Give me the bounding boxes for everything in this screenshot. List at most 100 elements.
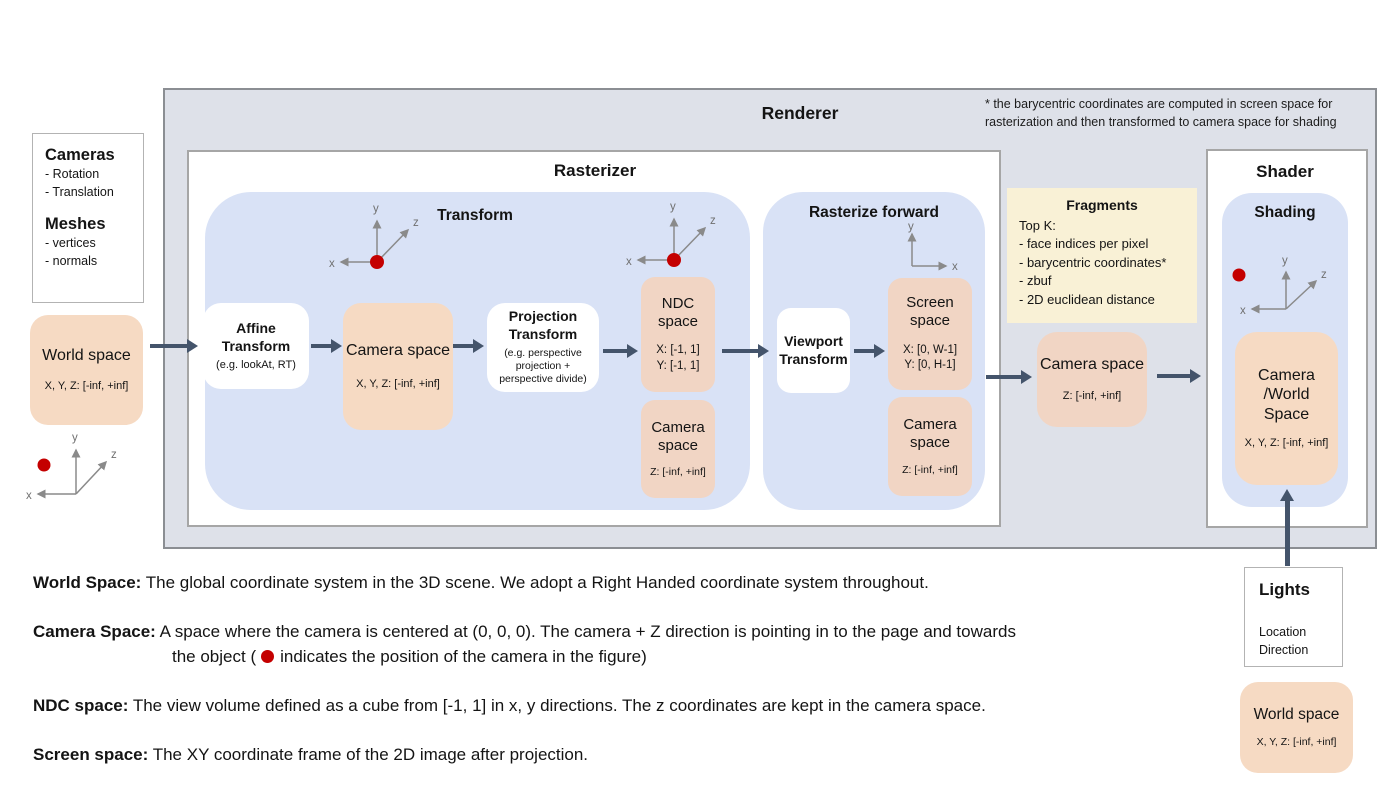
camera-space-title: Camera space <box>345 342 451 360</box>
definition-text: The global coordinate system in the 3D s… <box>145 573 929 592</box>
lights-item: Direction <box>1259 643 1309 658</box>
axis-y-label: y <box>670 201 676 213</box>
camera-space-title: Camera space <box>903 416 957 452</box>
screen-range-x: X: [0, W-1] <box>902 343 958 356</box>
camera-position-dot <box>1232 268 1246 282</box>
projection-transform-node: Projection Transform (e.g. perspective p… <box>487 303 599 392</box>
arrow-world-to-rasterizer <box>150 339 198 353</box>
axis-z-label: z <box>111 449 117 461</box>
ndc-range-x: X: [-1, 1] <box>656 344 700 357</box>
camera-space-title: Camera space <box>651 418 705 454</box>
definition-term: World Space: <box>33 573 142 592</box>
world-space-lights-box: World space X, Y, Z: [-inf, +inf] <box>1240 682 1353 773</box>
camera-world-title: Camera /World Space <box>1258 366 1315 423</box>
fragments-item: - 2D euclidean distance <box>1019 291 1155 307</box>
arrow-ndc-to-viewport <box>722 344 769 358</box>
screen-axes-icon: y x <box>907 221 958 273</box>
arrow-rasterizer-to-fragments-camera <box>986 370 1032 384</box>
projection-transform-subtitle: (e.g. perspective projection + perspecti… <box>499 347 587 386</box>
renderer-title: Renderer <box>761 103 839 123</box>
mid-camera-space-box: Camera space Z: [-inf, +inf] <box>1037 332 1147 427</box>
lights-title: Lights <box>1259 580 1310 599</box>
axis-z-label: z <box>413 217 419 229</box>
definition-term: Camera Space: <box>33 622 156 641</box>
shading-title: Shading <box>1254 204 1316 221</box>
camera-space-box: Camera space X, Y, Z: [-inf, +inf] <box>343 303 453 430</box>
world-space-range: X, Y, Z: [-inf, +inf] <box>1256 735 1337 748</box>
definition-text: The XY coordinate frame of the 2D image … <box>152 745 589 764</box>
world-space-title: World space <box>42 346 131 364</box>
axis-x-label: x <box>26 490 32 502</box>
arrow-camera-to-projection <box>453 339 484 353</box>
definition-text: The view volume defined as a cube from [… <box>132 696 986 715</box>
arrow-projection-to-ndc <box>603 344 638 358</box>
camera-position-dot <box>667 253 681 267</box>
axis-x-label: x <box>1240 305 1246 317</box>
meshes-title: Meshes <box>45 215 106 234</box>
screen-space-box: Screen space X: [0, W-1] Y: [0, H-1] <box>888 278 972 390</box>
ndc-space-box: NDC space X: [-1, 1] Y: [-1, 1] <box>641 277 715 392</box>
definition-text: A space where the camera is centered at … <box>159 622 1016 641</box>
ndc-camera-space-box: Camera space Z: [-inf, +inf] <box>641 400 715 498</box>
cameras-meshes-box: Cameras - Rotation - Translation Meshes … <box>32 133 144 303</box>
camera-space-range: Z: [-inf, +inf] <box>1062 389 1122 402</box>
camera-world-space-box: Camera /World Space X, Y, Z: [-inf, +inf… <box>1235 332 1338 485</box>
lights-box: Lights Location Direction <box>1244 567 1343 667</box>
cameras-item: - Rotation <box>45 166 100 181</box>
definition-camera-space: Camera Space: A space where the camera i… <box>33 620 1016 669</box>
arrow-affine-to-camera <box>311 339 342 353</box>
viewport-transform-node: Viewport Transform <box>777 308 850 393</box>
world-axes-icon: y z x <box>26 432 117 502</box>
axis-x-label: x <box>329 258 335 270</box>
camera-space-range: Z: [-inf, +inf] <box>650 466 706 479</box>
renderer-footnote: * the barycentric coordinates are comput… <box>985 97 1337 129</box>
cameras-title: Cameras <box>45 146 115 164</box>
affine-transform-node: Affine Transform (e.g. lookAt, RT) <box>203 303 309 389</box>
definition-world-space: World Space: The global coordinate syste… <box>33 571 929 596</box>
lights-item: Location <box>1259 625 1307 640</box>
world-space-input-box: World space X, Y, Z: [-inf, +inf] <box>30 315 143 425</box>
camera-space-range: Z: [-inf, +inf] <box>902 463 958 476</box>
arrow-viewport-to-screen <box>854 344 885 358</box>
affine-transform-title: Affine Transform <box>221 319 291 354</box>
definition-term: NDC space: <box>33 696 129 715</box>
fragments-item: - zbuf <box>1019 273 1052 289</box>
world-space-title: World space <box>1253 705 1340 723</box>
fragments-item: - barycentric coordinates* <box>1019 254 1167 270</box>
definition-term: Screen space: <box>33 745 149 764</box>
screen-range-y: Y: [0, H-1] <box>904 359 956 372</box>
camera-space-axes-icon: y z x <box>329 203 419 270</box>
fragments-item: Top K: <box>1019 218 1056 233</box>
camera-position-dot <box>370 255 384 269</box>
definition-text: indicates the position of the camera in … <box>280 646 647 666</box>
camera-position-dot <box>261 649 275 663</box>
affine-transform-subtitle: (e.g. lookAt, RT) <box>216 358 296 371</box>
camera-space-range: X, Y, Z: [-inf, +inf] <box>356 377 440 390</box>
camera-position-dot <box>37 458 51 472</box>
camera-world-range: X, Y, Z: [-inf, +inf] <box>1244 437 1329 450</box>
rasterizer-title: Rasterizer <box>553 161 637 180</box>
projection-transform-title: Projection Transform <box>508 308 578 343</box>
definition-text: the object ( <box>172 646 257 666</box>
ndc-axes-icon: y z x <box>626 201 716 268</box>
ndc-range-y: Y: [-1, 1] <box>656 359 700 372</box>
fragments-item: - face indices per pixel <box>1019 236 1149 252</box>
axis-x-label: x <box>952 261 958 273</box>
meshes-item: - vertices <box>45 236 96 251</box>
rasterize-forward-title: Rasterize forward <box>808 204 940 221</box>
axis-z-label: z <box>1321 269 1327 281</box>
fragments-box: Fragments Top K: - face indices per pixe… <box>1007 188 1197 323</box>
axis-y-label: y <box>373 203 379 215</box>
meshes-item: - normals <box>45 253 98 268</box>
world-space-range: X, Y, Z: [-inf, +inf] <box>44 380 129 393</box>
shader-title: Shader <box>1256 162 1314 181</box>
shading-axes-icon: y z x <box>1232 255 1327 317</box>
fragments-title: Fragments <box>1066 197 1138 213</box>
camera-space-title: Camera space <box>1039 356 1145 374</box>
screen-camera-space-box: Camera space Z: [-inf, +inf] <box>888 397 972 496</box>
axis-z-label: z <box>710 215 716 227</box>
ndc-space-title: NDC space <box>657 294 699 330</box>
cameras-item: - Translation <box>45 184 114 199</box>
arrow-lights-to-shader <box>1280 489 1294 566</box>
